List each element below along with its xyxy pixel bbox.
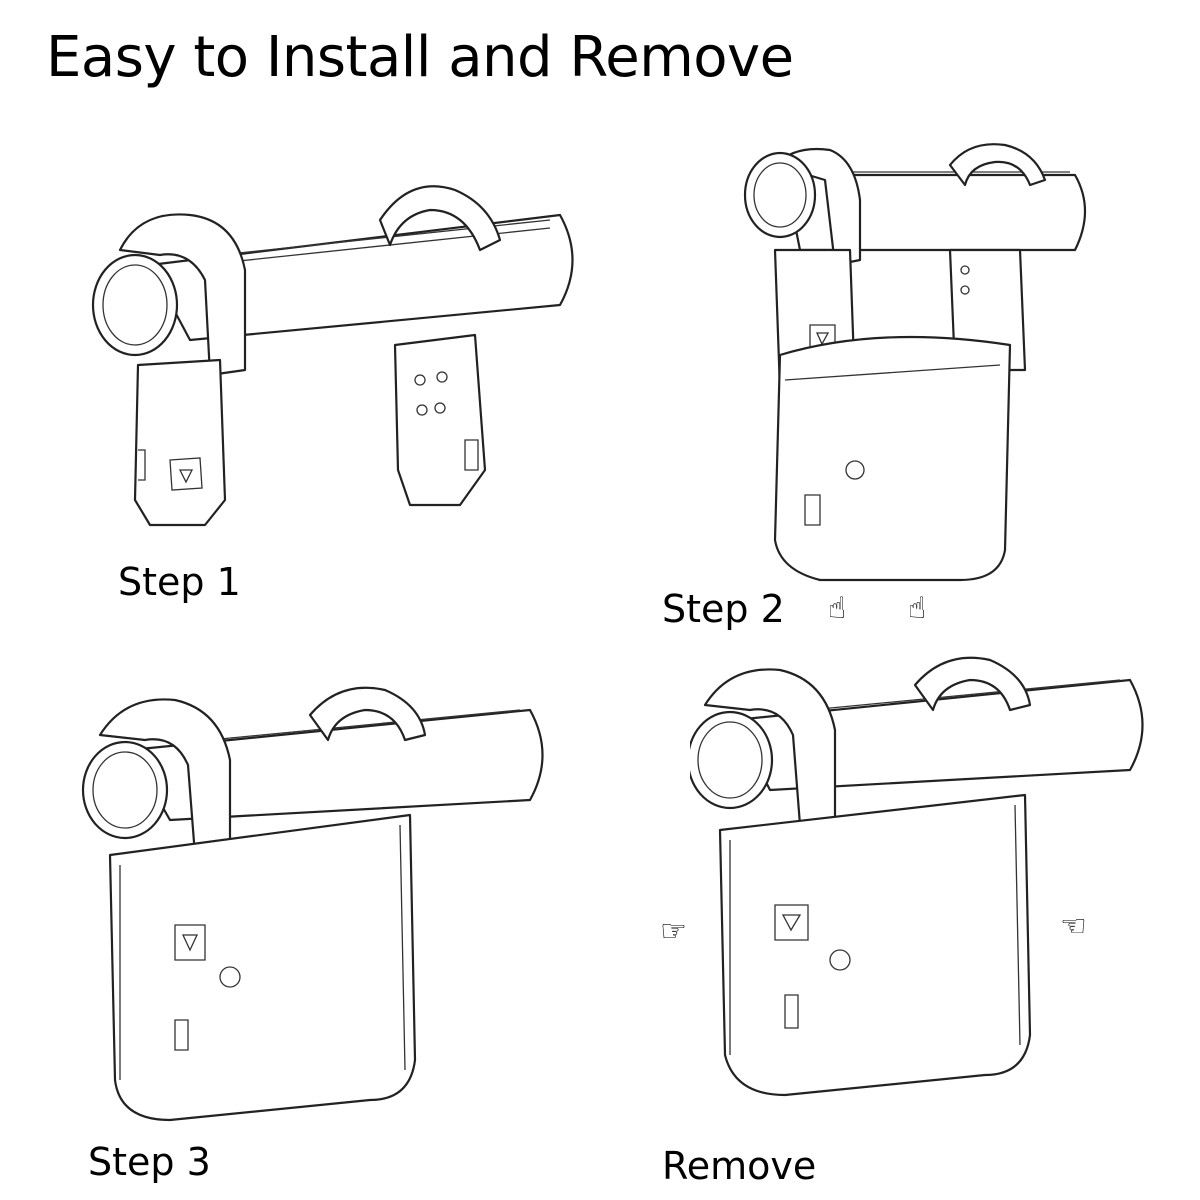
pointing-up-hand-icon: ☝ bbox=[828, 591, 847, 626]
pointing-right-hand-icon: ☞ bbox=[660, 914, 687, 949]
step-1-illustration bbox=[80, 170, 600, 540]
step-1-label: Step 1 bbox=[118, 560, 241, 604]
pointing-left-hand-icon: ☜ bbox=[1060, 909, 1087, 944]
remove-illustration bbox=[690, 650, 1160, 1140]
page-title: Easy to Install and Remove bbox=[46, 25, 794, 90]
pointing-up-hand-icon: ☝ bbox=[908, 591, 927, 626]
step-3-illustration bbox=[80, 680, 560, 1160]
step-3-label: Step 3 bbox=[88, 1140, 211, 1184]
step-2-label: Step 2 bbox=[662, 587, 785, 631]
step-2-illustration bbox=[740, 140, 1100, 590]
remove-label: Remove bbox=[662, 1144, 817, 1188]
